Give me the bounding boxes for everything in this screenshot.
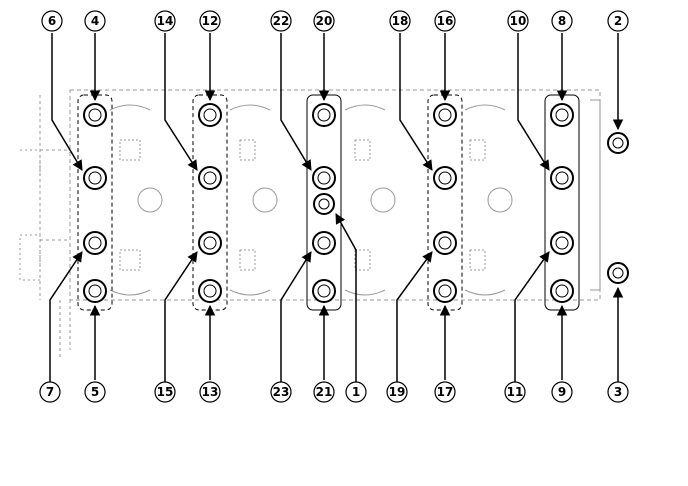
bolt-17 — [433, 279, 457, 303]
bolt-16 — [433, 103, 457, 127]
bolt-5 — [83, 279, 107, 303]
bolt-3 — [607, 262, 629, 284]
label-12: 12 — [202, 14, 219, 28]
bolt-11 — [550, 231, 574, 255]
callout-numbers: 6 4 14 12 22 20 18 16 10 8 2 7 5 15 13 2… — [46, 14, 622, 399]
bolt-19 — [433, 231, 457, 255]
label-18: 18 — [392, 14, 409, 28]
bolts — [83, 103, 629, 303]
label-7: 7 — [46, 385, 54, 399]
label-2: 2 — [614, 14, 622, 28]
label-4: 4 — [91, 14, 99, 28]
label-10: 10 — [510, 14, 527, 28]
bolt-2 — [607, 132, 629, 154]
label-8: 8 — [558, 14, 566, 28]
callout-circles — [39, 10, 629, 403]
bolt-13 — [198, 279, 222, 303]
label-14: 14 — [157, 14, 174, 28]
label-21: 21 — [316, 385, 333, 399]
bolt-6 — [83, 166, 107, 190]
leader-arrows — [49, 33, 624, 382]
bolt-15 — [198, 231, 222, 255]
label-6: 6 — [48, 14, 56, 28]
bolt-1 — [313, 193, 335, 215]
bolt-9 — [550, 279, 574, 303]
bolt-20 — [312, 103, 336, 127]
bolt-10 — [550, 166, 574, 190]
label-11: 11 — [507, 385, 524, 399]
bolt-12 — [198, 103, 222, 127]
bolt-14 — [198, 166, 222, 190]
bolt-8 — [550, 103, 574, 127]
bolt-7 — [83, 231, 107, 255]
label-15: 15 — [157, 385, 174, 399]
label-20: 20 — [316, 14, 333, 28]
label-13: 13 — [202, 385, 219, 399]
label-3: 3 — [614, 385, 622, 399]
bolt-4 — [83, 103, 107, 127]
cylinder-head-outline — [19, 89, 601, 360]
label-17: 17 — [437, 385, 454, 399]
bolt-23 — [312, 231, 336, 255]
label-5: 5 — [91, 385, 99, 399]
bolt-18 — [433, 166, 457, 190]
label-1: 1 — [352, 385, 360, 399]
bolt-22 — [312, 166, 336, 190]
label-19: 19 — [389, 385, 406, 399]
bolt-21 — [312, 279, 336, 303]
label-22: 22 — [273, 14, 290, 28]
label-9: 9 — [558, 385, 566, 399]
label-16: 16 — [437, 14, 454, 28]
label-23: 23 — [273, 385, 290, 399]
